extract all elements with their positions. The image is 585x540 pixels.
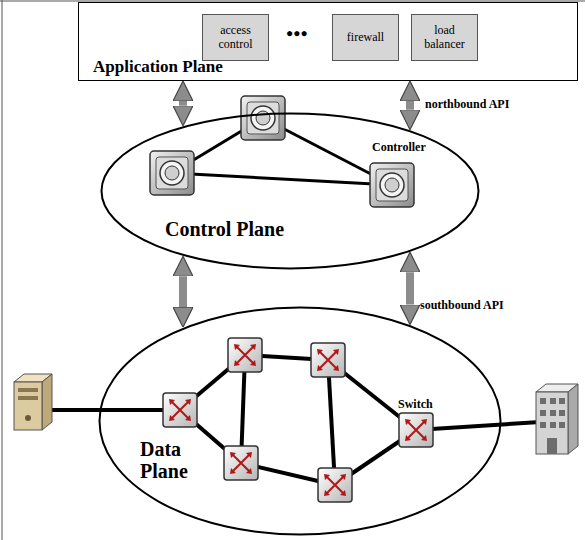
- api-arrow: [406, 272, 414, 304]
- building-icon: [536, 384, 578, 454]
- component-label: Controller: [372, 140, 426, 155]
- ellipse-outline: [100, 308, 501, 535]
- plane-ellipse: Control Plane: [100, 112, 480, 270]
- switch-icon: [311, 343, 345, 377]
- api-label: northbound API: [425, 97, 509, 112]
- plane-box: Application Planeaccess controlfirewalll…: [78, 2, 578, 81]
- ellipse-outline: [100, 112, 480, 270]
- api-arrow: [179, 101, 187, 106]
- controller-icon: [370, 163, 414, 207]
- switch-icon: [318, 468, 352, 502]
- switch-icon: [163, 393, 197, 427]
- box-text: access control: [206, 24, 265, 52]
- application-box: load balancer: [411, 14, 478, 61]
- ellipse-outline: [102, 114, 479, 269]
- api-arrow: [179, 276, 187, 307]
- ellipse-outline: [98, 306, 502, 536]
- controller-icon: [241, 96, 285, 140]
- api-label: southbound API: [420, 298, 504, 313]
- plane-ellipse: Data Plane: [98, 306, 502, 536]
- controller-icon: [150, 151, 194, 195]
- server-icon: [14, 374, 52, 430]
- box-text: load balancer: [415, 24, 474, 52]
- switch-icon: [399, 413, 433, 447]
- application-box: firewall: [332, 14, 399, 61]
- plane-title: Control Plane: [165, 218, 284, 241]
- ellipsis-mark: ●●●: [286, 26, 308, 41]
- application-box: access control: [202, 14, 269, 61]
- switch-icon: [228, 338, 262, 372]
- api-arrow: [406, 101, 414, 110]
- component-label: Switch: [398, 397, 433, 412]
- plane-title: Data Plane: [140, 438, 210, 482]
- box-text: firewall: [347, 31, 384, 45]
- switch-links: [48, 355, 540, 485]
- switch-icon: [224, 446, 258, 480]
